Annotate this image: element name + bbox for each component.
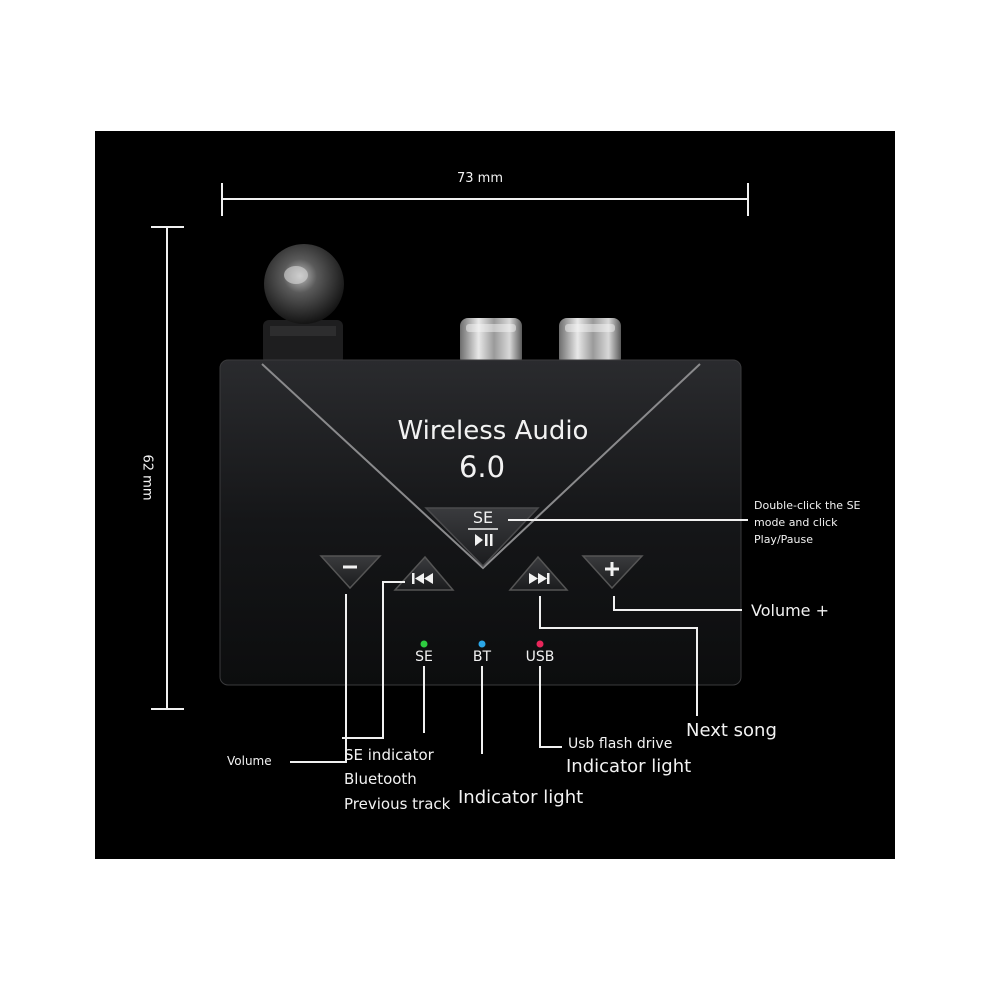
se-indicator-callout: SE indicator: [344, 746, 434, 764]
bt-indicator-label: BT: [472, 649, 492, 665]
volume-up-callout: Volume +: [751, 601, 829, 620]
previous-track-icon: [412, 573, 433, 584]
next-song-callout: Next song: [686, 720, 777, 741]
height-label: 62 mm: [139, 454, 155, 501]
volume-up-button[interactable]: [581, 555, 644, 590]
play-pause-icon: [475, 534, 493, 546]
height-dimension-line: [151, 226, 184, 710]
width-dimension-line: [221, 183, 749, 216]
v-groove: [261, 363, 701, 570]
previous-track-button[interactable]: [393, 555, 455, 591]
se-play-pause-button[interactable]: [424, 507, 540, 568]
se-indicator-label: SE: [415, 649, 433, 665]
volume-callout: Volume: [227, 754, 272, 768]
antenna: [263, 244, 344, 364]
usb-callout-line1: Usb flash drive: [568, 736, 673, 752]
usb-indicator-label: USB: [525, 649, 555, 665]
indicator-light-callout: Indicator light: [458, 787, 584, 808]
device-title-line1: Wireless Audio: [397, 416, 589, 446]
se-button-label: SE: [472, 508, 494, 527]
se-indicator-led: [420, 640, 428, 648]
callout-lines: [290, 519, 748, 763]
plus-icon: [605, 562, 619, 576]
usb-indicator-led: [536, 640, 544, 648]
next-track-button[interactable]: [508, 555, 569, 591]
play-pause-callout-line1: Double-click the SE: [754, 499, 861, 512]
play-pause-callout-line2: mode and click: [754, 516, 838, 529]
bluetooth-callout: Bluetooth: [344, 770, 417, 788]
rca-jack-left: [460, 318, 522, 366]
next-track-icon: [529, 573, 550, 584]
device-title-line2: 6.0: [458, 450, 506, 484]
usb-callout-line2: Indicator light: [566, 756, 692, 777]
bt-indicator-led: [478, 640, 486, 648]
rca-jack-right: [559, 318, 621, 366]
width-label: 73 mm: [456, 171, 503, 186]
previous-track-callout: Previous track: [344, 795, 451, 813]
volume-down-button[interactable]: [319, 555, 382, 590]
play-pause-callout-line3: Play/Pause: [754, 533, 813, 546]
